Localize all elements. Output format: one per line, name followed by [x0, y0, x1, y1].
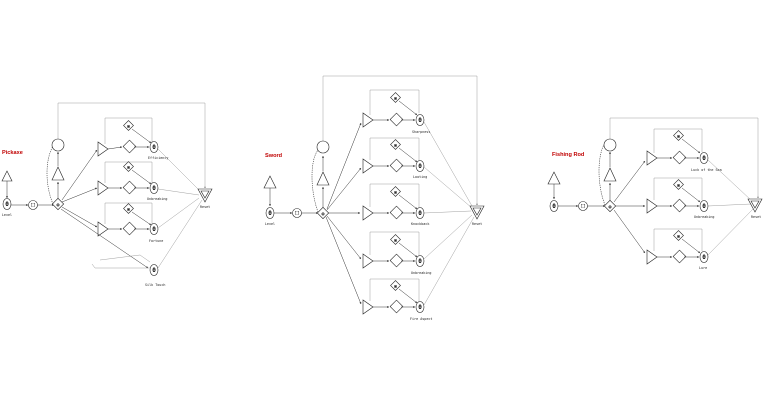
- svg-text:II: II: [295, 211, 300, 216]
- svg-text:⊗: ⊗: [608, 205, 611, 211]
- fishing-rod-gate[interactable]: [603, 199, 617, 213]
- sword-source-triangle[interactable]: [263, 175, 277, 189]
- svg-text:0: 0: [418, 210, 422, 217]
- svg-text:⊗: ⊗: [321, 212, 324, 218]
- pickaxe-branch-label: Efficiency: [148, 156, 168, 160]
- sword-branch-looting: ⊗ 0 Looting: [326, 137, 473, 211]
- pickaxe-branch-label: Silk Touch: [145, 283, 165, 287]
- fishing-rod-converter[interactable]: [603, 167, 617, 182]
- svg-text:0: 0: [152, 267, 156, 274]
- svg-text:⊗: ⊗: [127, 165, 130, 171]
- svg-text:0: 0: [152, 226, 156, 233]
- svg-text:⊗: ⊗: [56, 203, 59, 209]
- svg-text:0: 0: [152, 185, 156, 192]
- pickaxe-converter[interactable]: [51, 166, 65, 181]
- sword-branch-label: Sharpness: [412, 130, 430, 134]
- fishing-rod-branch-label: Lure: [699, 266, 707, 270]
- fishing-rod-diagram: Fishing Rod 0 II ⊗ ⊗ 0 Luck of t: [547, 117, 763, 270]
- sword-branch-label: Looting: [413, 175, 427, 179]
- fishing-rod-branch-label: Luck of the Sea: [691, 168, 722, 172]
- fishing-rod-title: Fishing Rod: [552, 152, 585, 158]
- pickaxe-level-value: 0: [5, 201, 9, 208]
- sword-branch-unbreaking: ⊗ 0 Unbreaking: [326, 214, 473, 275]
- pickaxe-source-triangle[interactable]: [1, 170, 13, 182]
- sword-branch-fire-aspect: ⊗ 0 Fire Aspect: [325, 216, 475, 321]
- pickaxe-reset-label: Reset: [200, 205, 210, 209]
- sword-reset-label: Reset: [472, 222, 482, 226]
- svg-text:0: 0: [702, 254, 706, 261]
- sword-diagram: Sword 0 Level II ⊗ ⊗ 0: [263, 75, 485, 321]
- pickaxe-branch-fortune: ⊗ 0 Fortune: [61, 197, 200, 243]
- pickaxe-branch-silk-touch: 0 Silk Touch: [60, 199, 203, 287]
- svg-text:⊗: ⊗: [677, 234, 680, 240]
- fishing-rod-branch-lure: ⊗ 0 Lure: [613, 208, 754, 270]
- svg-text:⊗: ⊗: [127, 124, 130, 130]
- pickaxe-branch-label: Fortune: [149, 239, 163, 243]
- svg-text:II: II: [31, 203, 36, 208]
- sword-gate[interactable]: [316, 206, 330, 220]
- svg-text:0: 0: [418, 163, 422, 170]
- sword-branch-label: Knockback: [411, 222, 429, 226]
- pickaxe-diagram: Pickaxe 0 Level II ⊗ ⊗: [1, 102, 213, 287]
- sword-converter[interactable]: [316, 171, 330, 186]
- fishing-rod-pool-top[interactable]: [603, 138, 617, 152]
- svg-text:II: II: [581, 204, 586, 209]
- svg-text:0: 0: [418, 258, 422, 265]
- sword-branch-knockback: ⊗ 0 Knockback: [328, 183, 472, 226]
- svg-text:⊗: ⊗: [394, 143, 397, 149]
- svg-text:⊗: ⊗: [127, 207, 130, 213]
- svg-text:0: 0: [418, 304, 422, 311]
- pickaxe-branch-label: Unbreaking: [147, 197, 167, 201]
- fishing-rod-source-triangle[interactable]: [547, 171, 561, 185]
- svg-text:⊗: ⊗: [394, 96, 397, 102]
- fishing-rod-branch-label: Unbreaking: [694, 215, 714, 219]
- fishing-rod-branch-unbreaking: ⊗ 0 Unbreaking: [615, 177, 752, 219]
- sword-branch-label: Unbreaking: [411, 271, 431, 275]
- pickaxe-level-label: Level: [2, 213, 12, 217]
- pickaxe-branch-efficiency: ⊗ 0 Efficiency: [61, 117, 201, 201]
- fishing-rod-reset-label: Reset: [751, 215, 761, 219]
- svg-text:⊗: ⊗: [394, 238, 397, 244]
- pickaxe-title: Pickaxe: [2, 150, 23, 156]
- svg-text:⊗: ⊗: [394, 284, 397, 290]
- sword-title: Sword: [265, 153, 283, 159]
- pickaxe-gate[interactable]: [51, 197, 65, 211]
- pickaxe-branch-unbreaking: ⊗ 0 Unbreaking: [61, 161, 200, 203]
- sword-branch-label: Fire Aspect: [410, 317, 432, 321]
- pickaxe-pool-top[interactable]: [51, 138, 65, 152]
- svg-text:⊗: ⊗: [677, 183, 680, 189]
- sword-branch-sharpness: ⊗ 0 Sharpness: [326, 89, 473, 210]
- fishing-rod-source-value: 0: [552, 203, 556, 210]
- svg-text:⊗: ⊗: [677, 134, 680, 140]
- fishing-rod-branch-luck: ⊗ 0 Luck of the Sea: [613, 128, 753, 203]
- svg-text:0: 0: [702, 155, 706, 162]
- pickaxe-level-node[interactable]: [2, 198, 12, 210]
- sword-pool-top[interactable]: [316, 140, 330, 154]
- svg-text:⊗: ⊗: [394, 190, 397, 196]
- sword-level-label: Level: [265, 222, 275, 226]
- svg-text:0: 0: [702, 203, 706, 210]
- sword-level-value: 0: [268, 210, 272, 217]
- svg-text:0: 0: [152, 144, 156, 151]
- svg-text:0: 0: [418, 117, 422, 124]
